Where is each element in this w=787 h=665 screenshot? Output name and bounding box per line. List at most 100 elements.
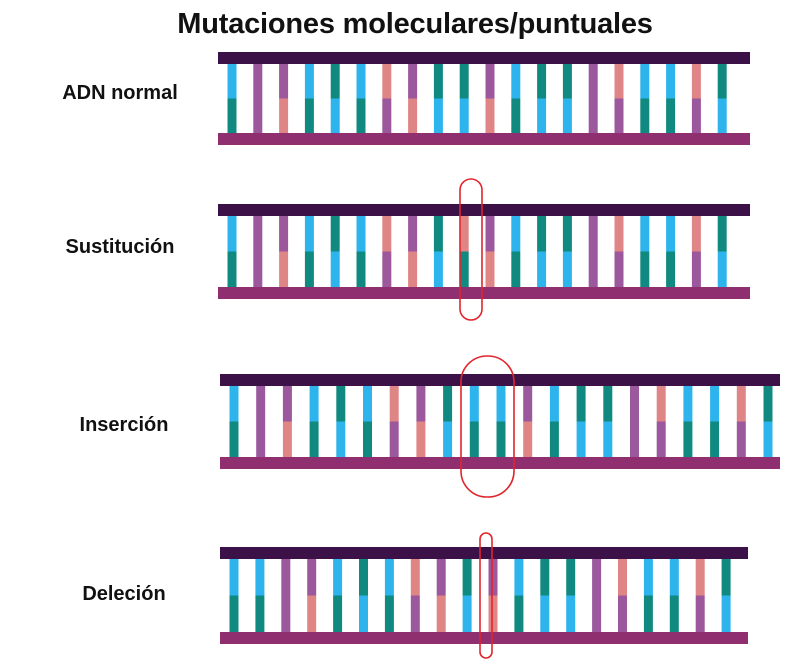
base-normal-5-top (356, 64, 366, 99)
base-normal-8-bottom (433, 98, 443, 133)
base-deletion-18-bottom (695, 595, 705, 632)
base-normal-11-bottom (511, 98, 521, 133)
base-insertion-17-top (683, 386, 693, 422)
base-normal-5-bottom (356, 98, 366, 133)
base-deletion-2-bottom (281, 595, 291, 632)
base-insertion-11-bottom (523, 421, 533, 457)
base-normal-14-top (588, 64, 598, 99)
base-substitution-12-bottom (537, 251, 547, 287)
base-deletion-11-top (514, 559, 524, 596)
base-deletion-2-top (281, 559, 291, 596)
base-insertion-4-top (336, 386, 346, 422)
base-substitution-8-bottom (433, 251, 443, 287)
base-substitution-13-top (562, 216, 572, 252)
base-insertion-8-bottom (443, 421, 453, 457)
base-substitution-4-top (330, 216, 340, 252)
base-deletion-0-bottom (229, 595, 239, 632)
base-insertion-13-bottom (576, 421, 586, 457)
base-deletion-3-bottom (307, 595, 317, 632)
base-substitution-7-bottom (408, 251, 418, 287)
base-deletion-8-top (436, 559, 446, 596)
base-normal-3-top (304, 64, 314, 99)
base-deletion-19-top (721, 559, 731, 596)
base-insertion-13-top (576, 386, 586, 422)
base-substitution-19-bottom (717, 251, 727, 287)
base-insertion-17-bottom (683, 421, 693, 457)
base-substitution-5-top (356, 216, 366, 252)
base-insertion-0-bottom (229, 421, 239, 457)
base-substitution-10-bottom (485, 251, 495, 287)
base-deletion-5-bottom (359, 595, 368, 632)
backbone-bottom-substitution (218, 287, 750, 299)
base-normal-7-bottom (408, 98, 418, 133)
base-normal-2-top (279, 64, 289, 99)
base-insertion-18-bottom (710, 421, 720, 457)
base-normal-0-bottom (227, 98, 237, 133)
backbone-bottom-deletion (220, 632, 748, 644)
base-normal-4-top (330, 64, 340, 99)
base-deletion-8-bottom (436, 595, 446, 632)
base-substitution-10-top (485, 216, 495, 252)
base-substitution-1-top (253, 216, 263, 252)
base-deletion-9-top (462, 559, 472, 596)
base-normal-0-top (227, 64, 237, 99)
base-deletion-1-top (255, 559, 265, 596)
base-insertion-12-bottom (549, 421, 559, 457)
base-substitution-15-top (614, 216, 624, 252)
base-normal-15-bottom (614, 98, 624, 133)
base-insertion-3-bottom (309, 421, 319, 457)
base-normal-9-bottom (459, 98, 469, 133)
base-substitution-7-top (408, 216, 418, 252)
base-substitution-2-top (279, 216, 289, 252)
backbone-top-normal (218, 52, 750, 64)
row-label-deletion: Deleción (82, 583, 166, 605)
base-normal-10-bottom (485, 98, 495, 133)
base-substitution-14-top (588, 216, 598, 252)
base-substitution-1-bottom (253, 251, 263, 287)
base-substitution-15-bottom (614, 251, 624, 287)
base-substitution-17-top (666, 216, 676, 252)
base-normal-2-bottom (279, 98, 289, 133)
base-substitution-14-bottom (588, 251, 598, 287)
base-deletion-7-top (410, 559, 420, 596)
base-insertion-19-top (736, 386, 746, 422)
base-insertion-14-bottom (603, 421, 613, 457)
base-normal-17-top (666, 64, 676, 99)
base-substitution-2-bottom (279, 251, 289, 287)
base-deletion-17-bottom (669, 595, 679, 632)
base-deletion-17-top (669, 559, 679, 596)
base-normal-10-top (485, 64, 495, 99)
base-normal-16-bottom (640, 98, 650, 133)
base-deletion-5-top (359, 559, 368, 596)
base-normal-1-top (253, 64, 263, 99)
base-normal-4-bottom (330, 98, 340, 133)
base-deletion-11-bottom (514, 595, 524, 632)
backbone-bottom-insertion (220, 457, 780, 469)
base-substitution-19-top (717, 216, 727, 252)
base-normal-16-top (640, 64, 650, 99)
base-insertion-5-top (363, 386, 372, 422)
base-insertion-16-top (656, 386, 666, 422)
base-insertion-11-top (523, 386, 533, 422)
base-substitution-18-top (691, 216, 701, 252)
base-normal-14-bottom (588, 98, 598, 133)
base-normal-13-bottom (562, 98, 572, 133)
base-insertion-6-bottom (389, 421, 399, 457)
base-substitution-13-bottom (562, 251, 572, 287)
base-deletion-10-top (488, 559, 498, 596)
base-insertion-10-bottom (496, 421, 506, 457)
base-substitution-17-bottom (666, 251, 676, 287)
base-deletion-10-bottom (488, 595, 498, 632)
row-label-insertion: Inserción (79, 414, 169, 436)
base-normal-8-top (433, 64, 443, 99)
base-insertion-10-top (496, 386, 506, 422)
base-insertion-9-bottom (469, 421, 479, 457)
base-deletion-3-top (307, 559, 317, 596)
base-insertion-15-top (630, 386, 639, 422)
backbone-bottom-normal (218, 133, 750, 145)
backbone-top-insertion (220, 374, 780, 386)
base-insertion-5-bottom (363, 421, 372, 457)
base-normal-1-bottom (253, 98, 263, 133)
base-insertion-12-top (549, 386, 559, 422)
